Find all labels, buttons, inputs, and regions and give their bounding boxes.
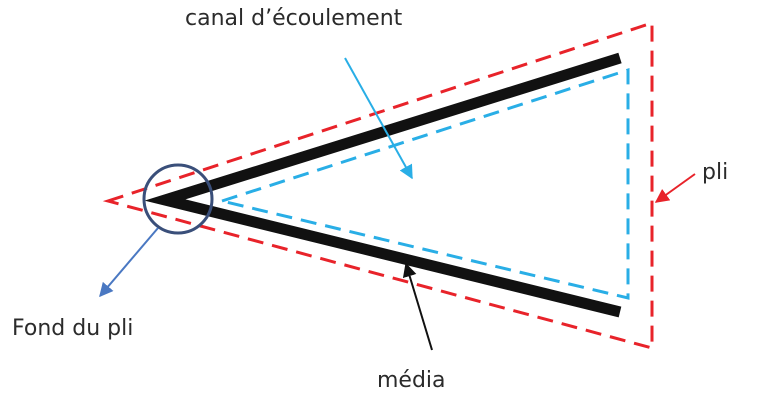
pleat-bottom-arrow: [99, 227, 159, 298]
flow-channel-label: canal d’écoulement: [185, 6, 403, 31]
flow-channel-arrow: [344, 57, 413, 180]
pleat-bottom-circle: [142, 163, 214, 235]
media-arrow: [402, 262, 433, 351]
pleat-bottom-label: Fond du pli: [12, 316, 134, 341]
flow-channel-outline: [216, 67, 630, 300]
pleat-label: pli: [702, 160, 729, 185]
pleat-outline: [102, 20, 654, 350]
media-label: média: [377, 368, 446, 393]
media-line: [144, 52, 622, 318]
pleat-arrow: [654, 173, 696, 203]
